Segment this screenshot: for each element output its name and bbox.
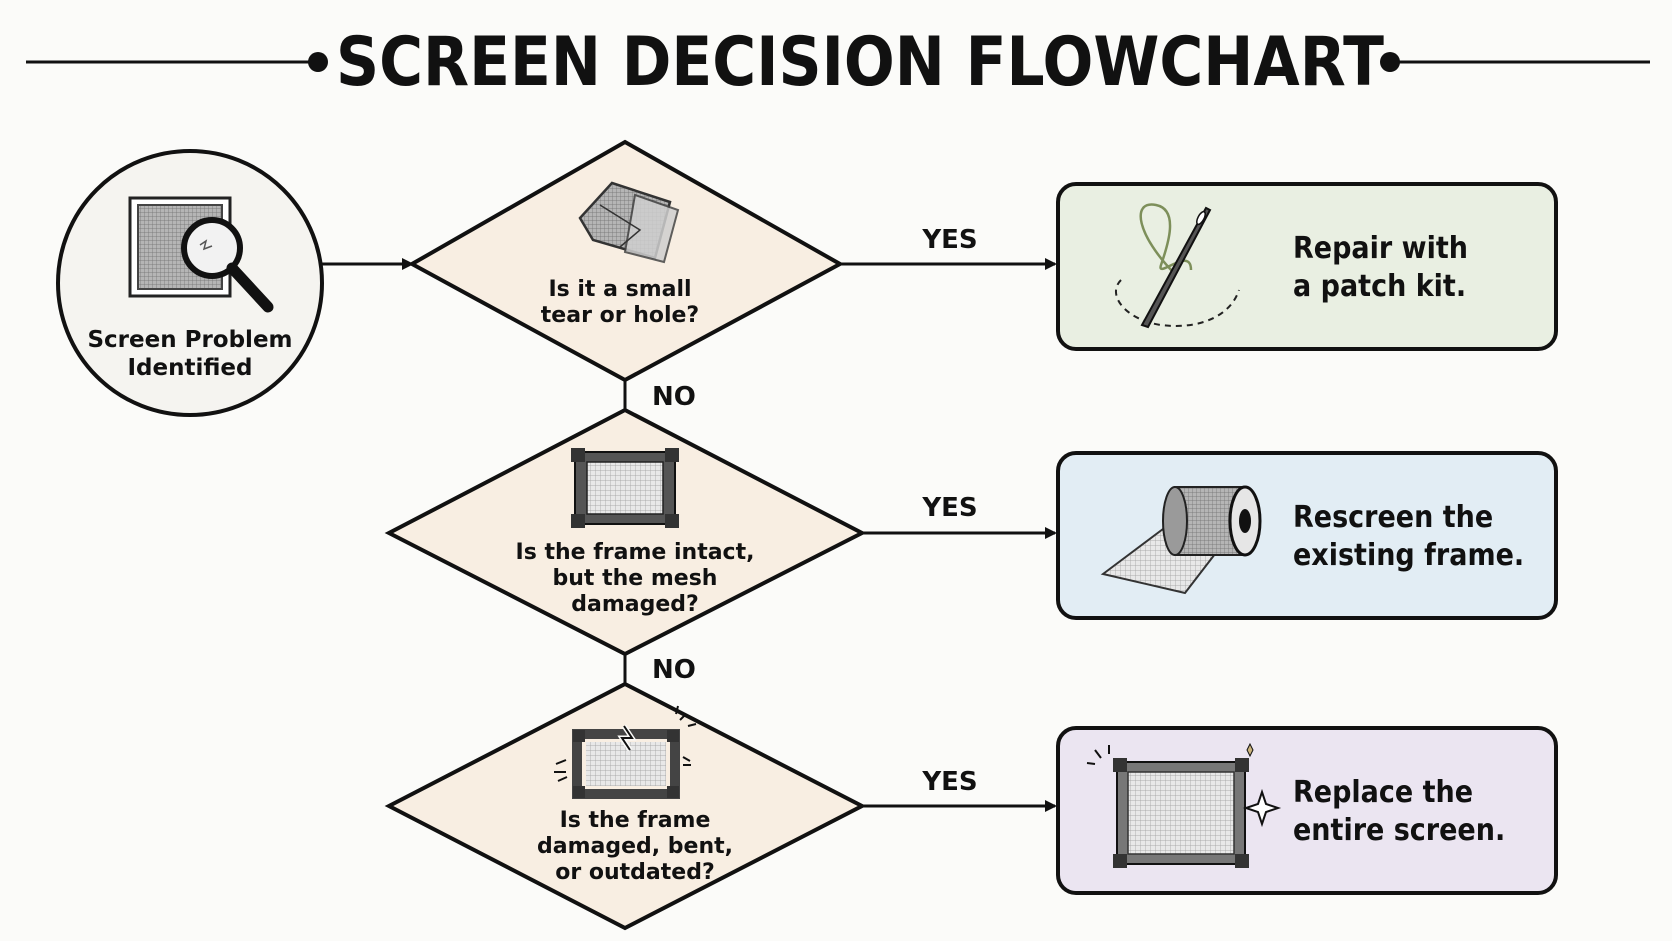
question-3-text: Is the frame damaged, bent, or outdated?: [536, 808, 733, 885]
question-1-text: Is it a small tear or hole?: [540, 277, 700, 328]
start-node: [56, 149, 324, 417]
broken-frame-icon: [554, 705, 697, 799]
question-3-diamond: [384, 681, 867, 931]
outcome-2-box: [1056, 451, 1558, 620]
outcome-3-box: [1056, 726, 1558, 895]
branch-label-no-1: NO: [652, 382, 696, 412]
outcome-3-text: Replace the entire screen.: [1293, 775, 1506, 848]
branch-label-yes-2: YES: [922, 493, 978, 523]
magnifier-screen-icon: [128, 196, 274, 313]
mesh-roll-icon: [1100, 485, 1262, 595]
outcome-1-text: Repair with a patch kit.: [1293, 231, 1468, 304]
needle-thread-icon: [1115, 203, 1240, 329]
branch-label-yes-3: YES: [922, 767, 978, 797]
start-node-label: Screen Problem Identified: [87, 327, 293, 381]
outcome-2-text: Rescreen the existing frame.: [1293, 500, 1525, 573]
intact-frame-icon: [571, 448, 679, 528]
title-rule-right: [1380, 52, 1650, 72]
question-2-text: Is the frame intact, but the mesh damage…: [515, 540, 755, 617]
new-screen-icon: [1086, 742, 1282, 868]
outcome-1-box: [1056, 182, 1558, 351]
question-1-diamond: [407, 139, 845, 383]
page-title: SCREEN DECISION FLOWCHART: [336, 23, 1384, 102]
branch-label-no-2: NO: [652, 655, 696, 685]
title-rule-left: [26, 52, 328, 72]
branch-label-yes-1: YES: [922, 225, 978, 255]
torn-mesh-icon: [578, 181, 680, 264]
